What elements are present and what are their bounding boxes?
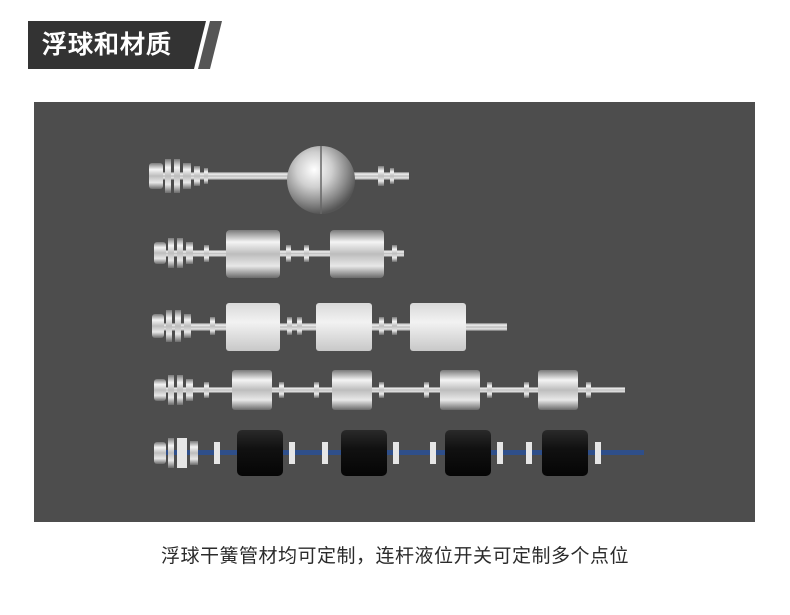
title-tab-shape: [28, 21, 222, 69]
float-row-3: [152, 303, 507, 351]
float-row-2: [154, 230, 404, 278]
caption: 浮球干簧管材均可定制，连杆液位开关可定制多个点位: [160, 545, 629, 567]
float-switch-illustration: [149, 146, 644, 476]
product-photo: [34, 102, 755, 522]
section-title-tab: 浮球和材质: [28, 19, 228, 71]
page-title: 浮球和材质: [42, 30, 173, 59]
float-row-5: [154, 430, 644, 476]
float-row-1: [149, 146, 409, 214]
float-row-4: [154, 370, 625, 410]
